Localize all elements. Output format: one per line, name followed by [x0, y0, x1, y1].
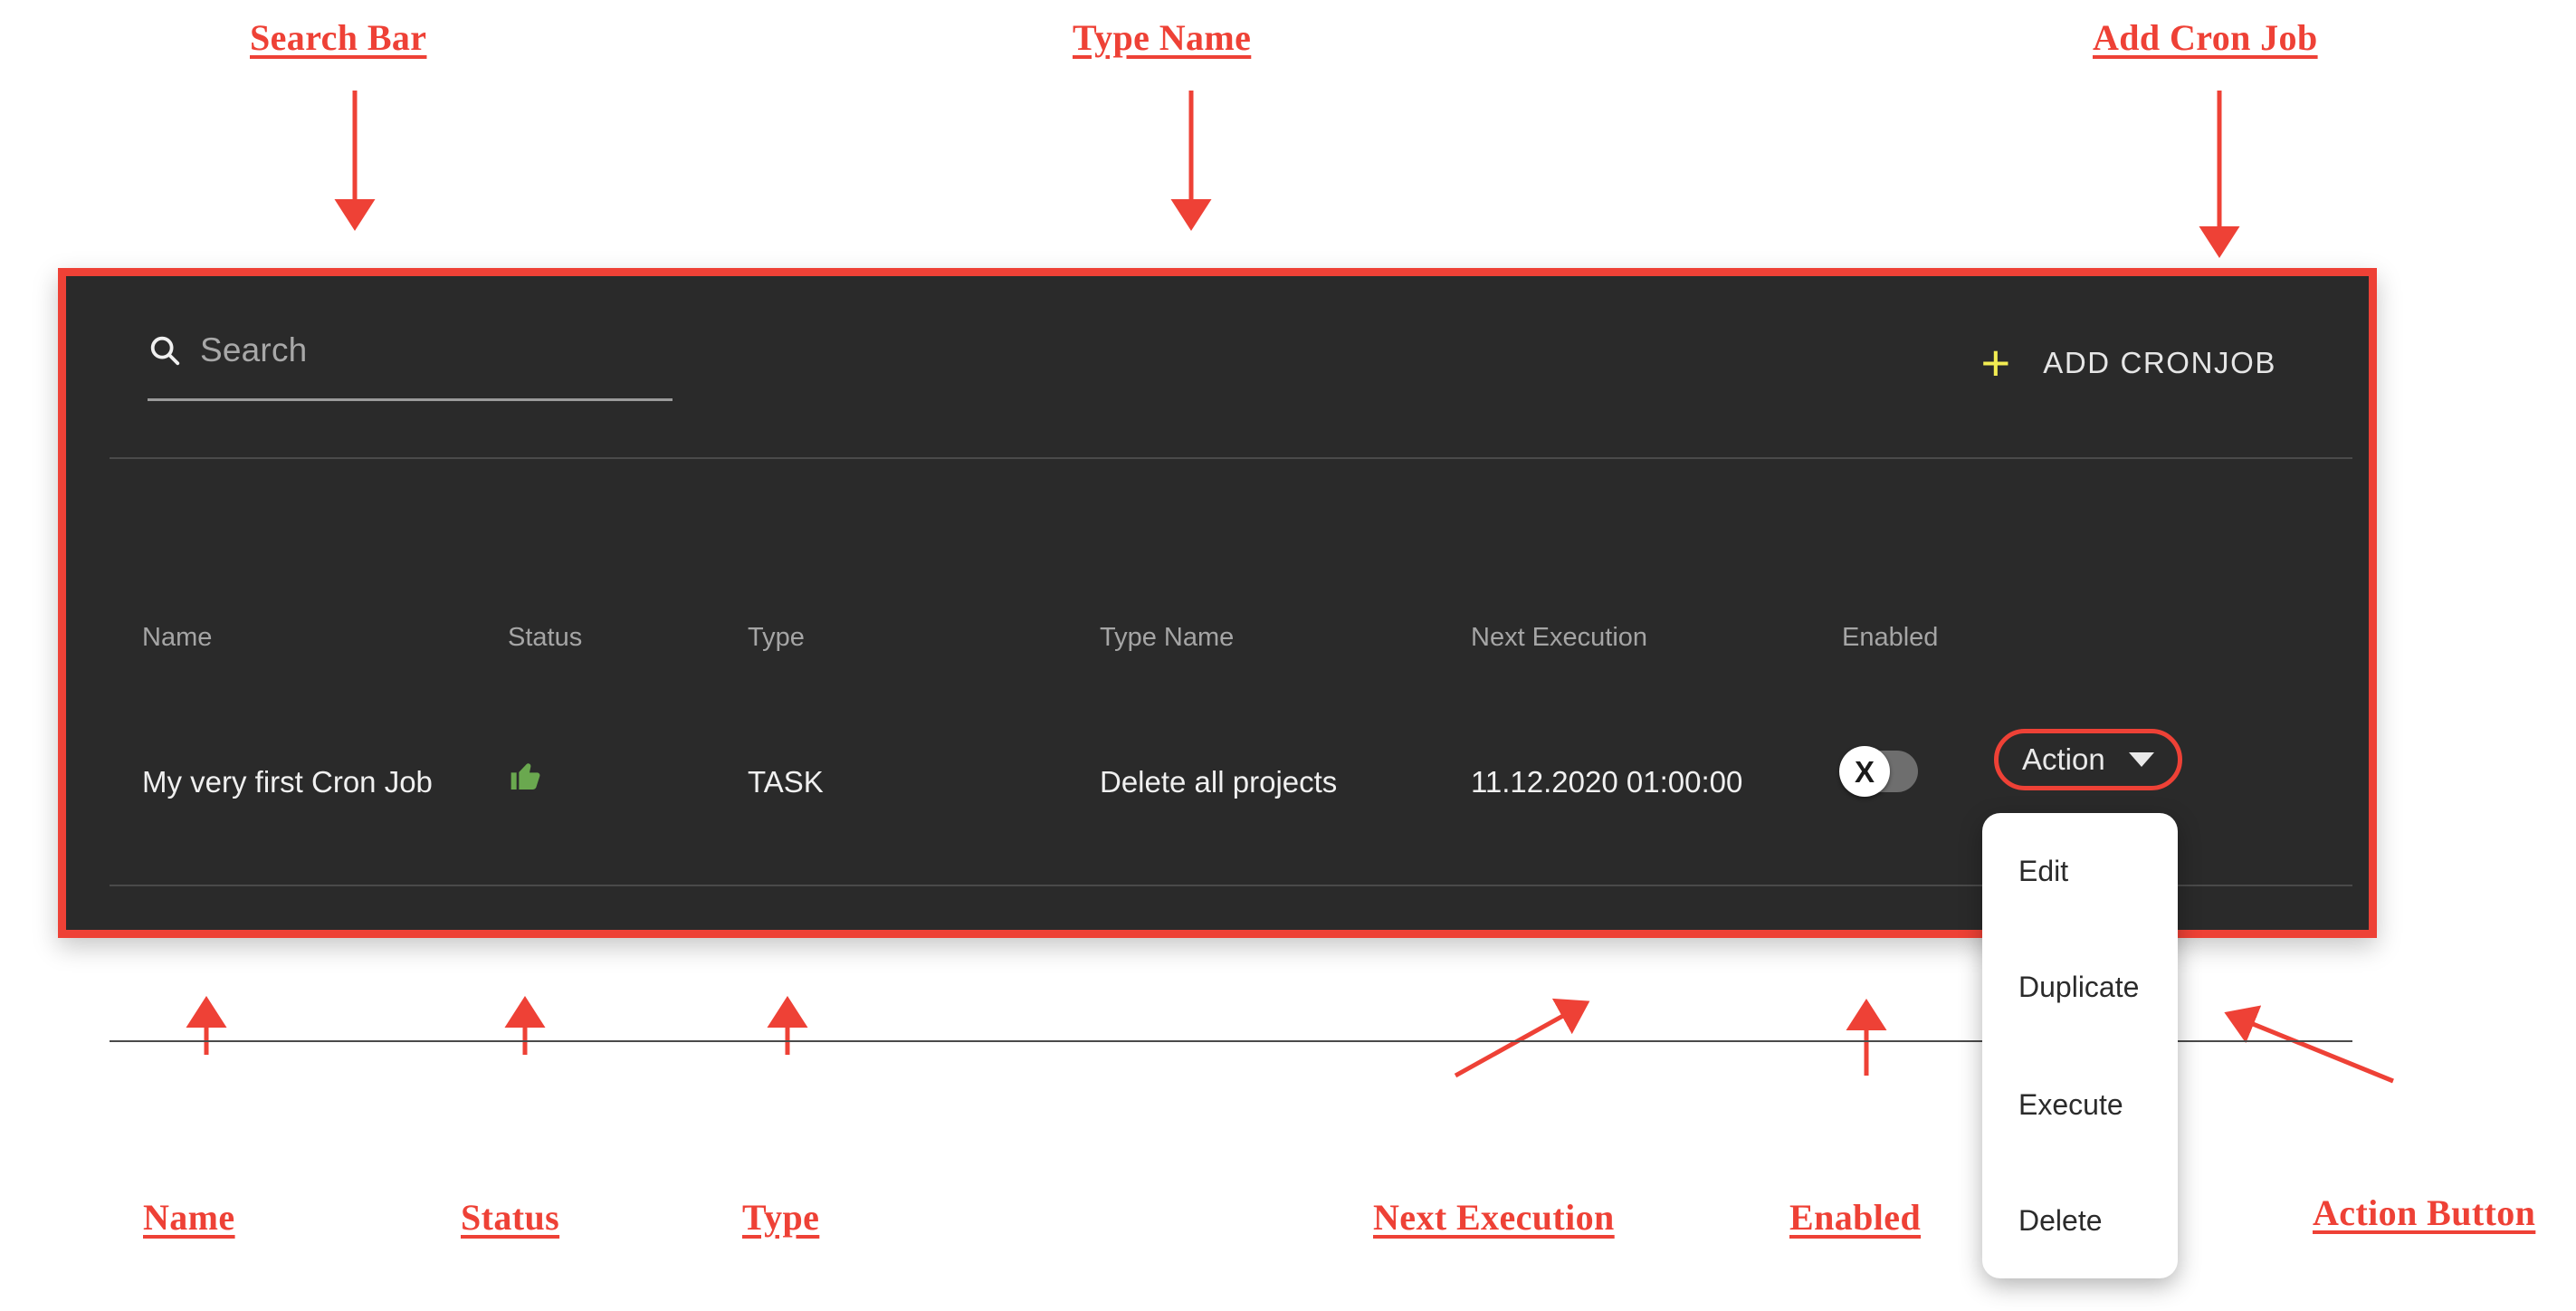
- cell-enabled: X: [1839, 746, 1918, 797]
- annotation-label: Type: [742, 1197, 820, 1238]
- table-row[interactable]: My very first Cron Job TASK Delete all p…: [66, 703, 2369, 859]
- annotation-label: Name: [143, 1197, 235, 1238]
- toolbar: + ADD CRONJOB: [66, 276, 2369, 457]
- annotation-arrow: [489, 964, 561, 1091]
- column-header-type-name: Type Name: [1100, 623, 1235, 652]
- menu-item-edit[interactable]: Edit: [1982, 813, 2178, 929]
- action-button[interactable]: Action: [1994, 729, 2182, 790]
- search-input[interactable]: [200, 330, 653, 370]
- search-icon: [148, 333, 182, 368]
- annotation-arrow: [2192, 978, 2429, 1117]
- cell-next-execution: 11.12.2020 01:00:00: [1471, 765, 1743, 799]
- divider-table-header: [110, 885, 2352, 886]
- table-header-row: Name Status Type Type Name Next Executio…: [66, 457, 2369, 703]
- annotation-arrow: [319, 54, 391, 263]
- cell-action: Action: [1994, 729, 2182, 790]
- cell-name: My very first Cron Job: [142, 765, 433, 799]
- column-header-enabled: Enabled: [1842, 623, 1939, 652]
- annotation-arrow: [1155, 54, 1227, 263]
- search-field[interactable]: [148, 330, 673, 401]
- enabled-toggle[interactable]: X: [1839, 746, 1918, 797]
- column-header-next-execution: Next Execution: [1471, 623, 1648, 652]
- column-header-status: Status: [508, 623, 583, 652]
- annotation-arrow: [1830, 967, 1903, 1112]
- annotation-arrow: [1419, 967, 1622, 1112]
- cell-status: [508, 756, 544, 794]
- menu-item-execute[interactable]: Execute: [1982, 1047, 2178, 1163]
- annotation-label: Next Execution: [1373, 1197, 1615, 1238]
- column-header-type: Type: [748, 623, 805, 652]
- annotation-label: Enabled: [1789, 1197, 1922, 1238]
- annotation-label: Add Cron Job: [2093, 17, 2318, 58]
- add-cronjob-label: ADD CRONJOB: [2043, 346, 2276, 379]
- cronjob-table: Name Status Type Type Name Next Executio…: [66, 457, 2369, 1042]
- annotation-arrow: [170, 964, 243, 1091]
- plus-icon: +: [1980, 334, 2011, 391]
- cell-type: TASK: [748, 765, 824, 799]
- action-dropdown-menu: Edit Duplicate Execute Delete: [1982, 813, 2178, 1278]
- annotation-arrow: [751, 964, 824, 1091]
- annotation-label: Type Name: [1073, 17, 1252, 58]
- annotation-arrow: [2183, 54, 2256, 290]
- toggle-knob: X: [1839, 746, 1890, 797]
- chevron-down-icon: [2128, 752, 2154, 767]
- action-button-label: Action: [2022, 742, 2105, 776]
- annotation-label: Status: [461, 1197, 560, 1238]
- cell-type-name: Delete all projects: [1100, 765, 1338, 799]
- annotation-label: Action Button: [2313, 1192, 2536, 1233]
- menu-item-duplicate[interactable]: Duplicate: [1982, 929, 2178, 1045]
- divider-table-row: [110, 1040, 2352, 1042]
- add-cronjob-button[interactable]: + ADD CRONJOB: [1978, 338, 2281, 388]
- thumbs-up-icon: [508, 756, 544, 794]
- menu-item-delete[interactable]: Delete: [1982, 1163, 2178, 1278]
- divider-toolbar: [110, 457, 2352, 459]
- annotation-label: Search Bar: [250, 17, 427, 58]
- column-header-name: Name: [142, 623, 213, 652]
